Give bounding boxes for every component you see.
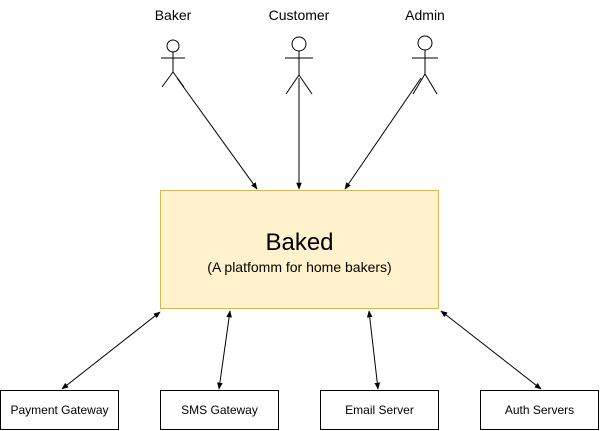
service-box-email-server: Email Server xyxy=(320,390,439,430)
actor-label-admin: Admin xyxy=(405,7,445,23)
admin-to-system-arrow xyxy=(344,77,422,190)
service-label: Payment Gateway xyxy=(10,403,109,417)
system-auth-arrow xyxy=(440,310,542,390)
baker-actor-icon xyxy=(161,39,185,88)
service-label: SMS Gateway xyxy=(181,403,258,417)
system-title: Baked xyxy=(265,229,334,256)
service-box-auth-servers: Auth Servers xyxy=(480,390,599,430)
customer-actor-icon xyxy=(285,36,313,95)
service-box-payment-gateway: Payment Gateway xyxy=(0,390,119,430)
system-subtitle: (A platfomm for home bakers) xyxy=(207,259,392,275)
service-box-sms-gateway: SMS Gateway xyxy=(160,390,279,430)
actor-label-customer: Customer xyxy=(268,7,330,23)
actor-label-baker: Baker xyxy=(154,7,192,23)
system-payment-arrow xyxy=(61,311,161,390)
baker-to-system-arrow xyxy=(176,77,258,190)
system-email-arrow xyxy=(366,310,381,390)
system-sms-arrow xyxy=(217,310,232,390)
system-box: Baked (A platfomm for home bakers) xyxy=(160,190,439,309)
service-label: Email Server xyxy=(345,403,414,417)
service-label: Auth Servers xyxy=(504,403,575,417)
admin-actor-icon xyxy=(412,35,438,95)
